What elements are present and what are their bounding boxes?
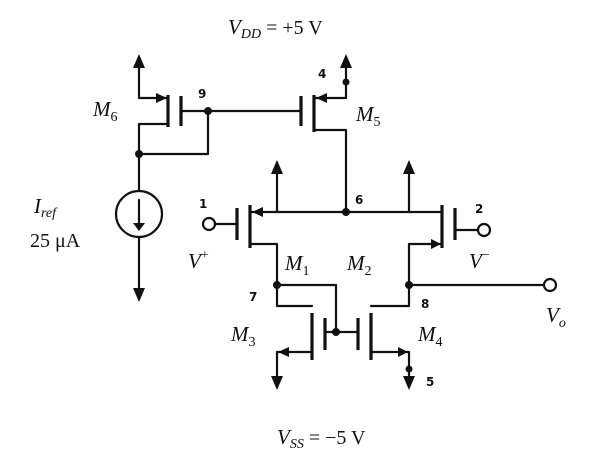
transistor-m2: [407, 170, 457, 287]
m2-body-arrow: [403, 160, 415, 174]
vdd-label: VDD = +5 V: [228, 15, 323, 42]
iref-value: 25 μA: [30, 230, 81, 252]
vout-label: Vo: [546, 303, 566, 331]
node-6-dot: [342, 208, 350, 216]
transistor-m3: [275, 283, 360, 380]
m4-source-arrow: [403, 376, 415, 390]
m4-source-dot: [405, 365, 413, 373]
vout-terminal[interactable]: [542, 277, 558, 293]
m6-source-arrow: [133, 54, 145, 68]
m1-label: M1: [284, 251, 310, 279]
mirror-gate-wire: [275, 283, 338, 334]
node-2-label: 2: [475, 202, 483, 216]
vminus-terminal[interactable]: [476, 222, 492, 238]
current-source-iref: [114, 152, 164, 302]
m2-label: M2: [346, 251, 372, 279]
node-4-label: 4: [318, 67, 326, 81]
iref-label: Iref: [33, 194, 58, 221]
transistor-m4: [356, 283, 411, 380]
vminus-label: V−: [469, 248, 490, 273]
node-7-label: 7: [249, 290, 257, 304]
m5-source-dot: [342, 78, 350, 86]
m3-source-arrow: [271, 376, 283, 390]
m6-label: M6: [92, 97, 118, 125]
node-1-label: 1: [199, 197, 207, 211]
vplus-label: V+: [188, 248, 209, 273]
m5-label: M5: [355, 102, 381, 130]
transistor-m1: [235, 170, 279, 287]
m5-source-arrow: [340, 54, 352, 68]
vss-label: VSS = −5 V: [277, 425, 366, 452]
node-6-label: 6: [355, 193, 363, 207]
node-5-label: 5: [426, 375, 434, 389]
node-9-label: 9: [198, 87, 206, 101]
m3-label: M3: [230, 322, 256, 350]
transistor-m6: [137, 64, 210, 156]
vplus-terminal[interactable]: [201, 216, 217, 232]
node-8-label: 8: [421, 297, 429, 311]
m6-diode-wire: [137, 109, 210, 156]
m4-label: M4: [417, 322, 443, 350]
transistor-m5: [299, 64, 348, 214]
m1-body-arrow: [271, 160, 283, 174]
